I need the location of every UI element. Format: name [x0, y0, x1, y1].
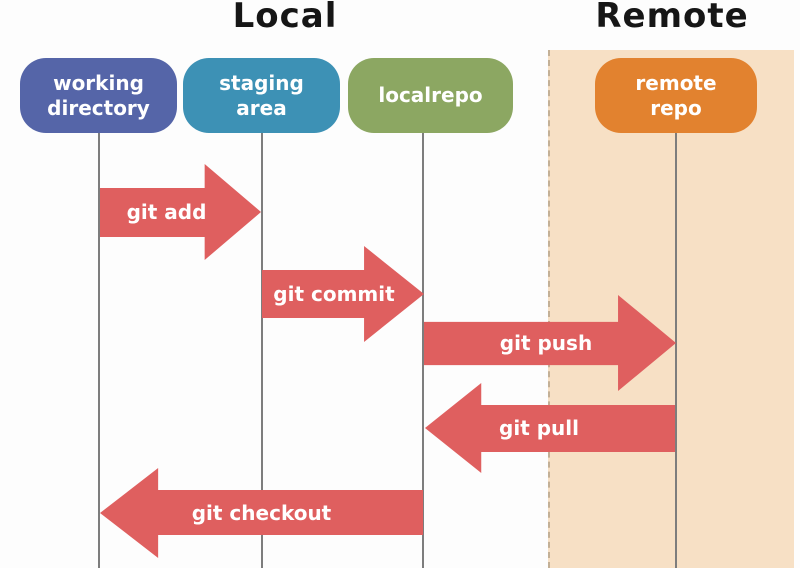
- node-staging-area: staging area: [183, 58, 340, 133]
- arrow-label: git pull: [499, 416, 579, 440]
- local-section-title: Local: [232, 0, 338, 36]
- node-localrepo: localrepo: [348, 58, 513, 133]
- arrow-label: git checkout: [191, 501, 332, 525]
- arrow-label: git add: [126, 200, 207, 224]
- remote-section-panel: [548, 50, 794, 568]
- node-label-line: working: [53, 70, 144, 95]
- arrow-git-add: git add: [100, 164, 261, 260]
- node-label-line: remote: [635, 70, 717, 95]
- node-label-line: repo: [650, 95, 702, 120]
- lifeline-working-directory: [98, 132, 100, 568]
- node-label-line: directory: [47, 95, 150, 120]
- node-label-line: localrepo: [378, 83, 483, 107]
- lifeline-localrepo: [422, 132, 424, 568]
- node-working-directory: working directory: [20, 58, 177, 133]
- node-label-line: area: [236, 95, 287, 120]
- arrow-label: git commit: [273, 282, 395, 306]
- arrow-label: git push: [499, 331, 593, 355]
- arrow-git-commit: git commit: [262, 246, 424, 342]
- remote-section-title: Remote: [595, 0, 749, 36]
- node-label-line: staging: [219, 70, 304, 95]
- lifeline-remote-repo: [675, 132, 677, 568]
- lifeline-staging-area: [261, 132, 263, 568]
- node-remote-repo: remote repo: [595, 58, 757, 133]
